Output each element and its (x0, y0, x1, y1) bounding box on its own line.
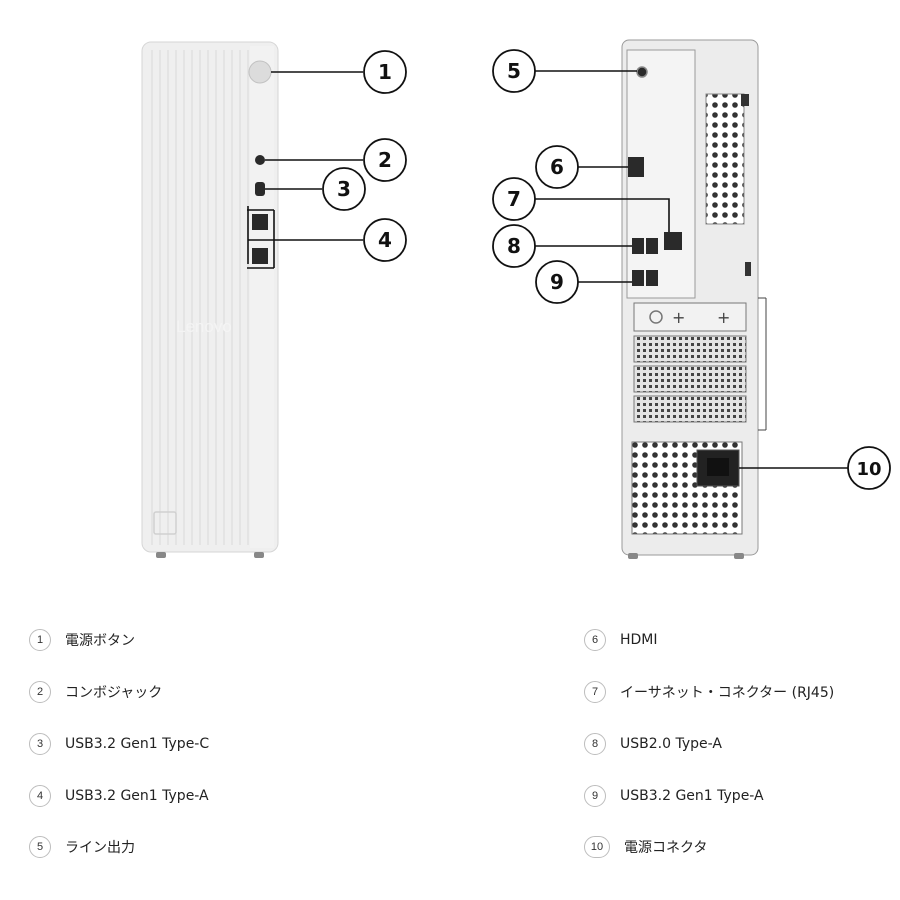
usb2-port-2[interactable] (646, 238, 658, 254)
legend-number: 8 (584, 733, 606, 755)
legend-number: 7 (584, 681, 606, 703)
front-view: Lenovo (141, 41, 279, 558)
legend-number: 9 (584, 785, 606, 807)
usb-a-port-front-2[interactable] (252, 248, 268, 264)
legend-label: USB3.2 Gen1 Type-A (620, 788, 764, 804)
callout-5: 5 (507, 59, 521, 83)
front-badge-icon (153, 511, 177, 535)
usb3-port-back-2[interactable] (646, 270, 658, 286)
legend-label: HDMI (620, 632, 658, 648)
callout-10-circle (847, 446, 891, 490)
callout-1-circle (363, 50, 407, 94)
legend-label: ライン出力 (65, 840, 135, 856)
callout-6: 6 (550, 155, 564, 179)
legend-label: 電源ボタン (65, 633, 135, 649)
legend-item: 5 ライン出力 (29, 834, 135, 860)
legend-label: USB2.0 Type-A (620, 736, 722, 752)
callout-3-circle (322, 167, 366, 211)
callout-lines (247, 70, 848, 469)
legend-number: 4 (29, 785, 51, 807)
power-button[interactable] (248, 60, 272, 84)
hdmi-port[interactable] (628, 157, 644, 177)
legend-item: 6 HDMI (584, 627, 658, 653)
svg-text:+: + (672, 308, 685, 327)
legend-number: 6 (584, 629, 606, 651)
callout-8-circle (492, 224, 536, 268)
legend-item: 9 USB3.2 Gen1 Type-A (584, 783, 764, 809)
slot-screw-icon (649, 310, 663, 324)
legend-number: 2 (29, 681, 51, 703)
callout-4-circle (363, 218, 407, 262)
legend-number: 1 (29, 629, 51, 651)
legend-label: USB3.2 Gen1 Type-C (65, 736, 210, 752)
line-out-jack[interactable] (636, 66, 648, 78)
foot-right (254, 552, 264, 558)
legend-number: 10 (584, 836, 610, 858)
legend-item: 2 コンボジャック (29, 679, 162, 705)
callout-badges: 1 2 3 4 5 6 7 8 9 10 (322, 49, 891, 490)
combo-jack[interactable] (255, 155, 265, 165)
foot-left (156, 552, 166, 558)
legend-item: 1 電源ボタン (29, 627, 135, 653)
callout-8: 8 (507, 234, 521, 258)
ethernet-port[interactable] (664, 232, 682, 250)
usb2-port-1[interactable] (632, 238, 644, 254)
usb-a-port-front-1[interactable] (252, 214, 268, 230)
legend-item: 10 電源コネクタ (584, 834, 707, 860)
pc-diagram: Lenovo + + (141, 39, 891, 559)
callout-10: 10 (856, 459, 881, 480)
callout-6-circle (535, 145, 579, 189)
callout-4: 4 (378, 228, 392, 252)
side-vent (705, 93, 745, 225)
brand-logo: Lenovo (176, 317, 232, 336)
kensington-slot (745, 262, 751, 276)
usb3-port-back-1[interactable] (632, 270, 644, 286)
legend-item: 8 USB2.0 Type-A (584, 731, 722, 757)
legend-number: 3 (29, 733, 51, 755)
callout-9: 9 (550, 270, 564, 294)
legend-label: イーサネット・コネクター (RJ45) (620, 685, 835, 701)
callout-9-circle (535, 260, 579, 304)
lock-slot (741, 94, 749, 106)
callout-5-circle (492, 49, 536, 93)
callout-7-circle (492, 177, 536, 221)
legend-label: コンボジャック (65, 685, 163, 701)
legend-item: 3 USB3.2 Gen1 Type-C (29, 731, 209, 757)
usb-c-port[interactable] (255, 182, 265, 196)
expansion-slots: + + (633, 302, 747, 423)
callout-3: 3 (337, 177, 351, 201)
legend-label: 電源コネクタ (624, 840, 708, 856)
back-foot-right (734, 553, 744, 559)
svg-text:+: + (717, 308, 730, 327)
front-ribs (151, 50, 249, 545)
legend-number: 5 (29, 836, 51, 858)
callout-2: 2 (378, 148, 392, 172)
legend-label: USB3.2 Gen1 Type-A (65, 788, 209, 804)
back-foot-left (628, 553, 638, 559)
legend-item: 7 イーサネット・コネクター (RJ45) (584, 679, 834, 705)
callout-2-circle (363, 138, 407, 182)
callout-1: 1 (378, 60, 392, 84)
callout-7: 7 (507, 187, 521, 211)
legend-item: 4 USB3.2 Gen1 Type-A (29, 783, 209, 809)
back-view: + + (621, 39, 767, 559)
